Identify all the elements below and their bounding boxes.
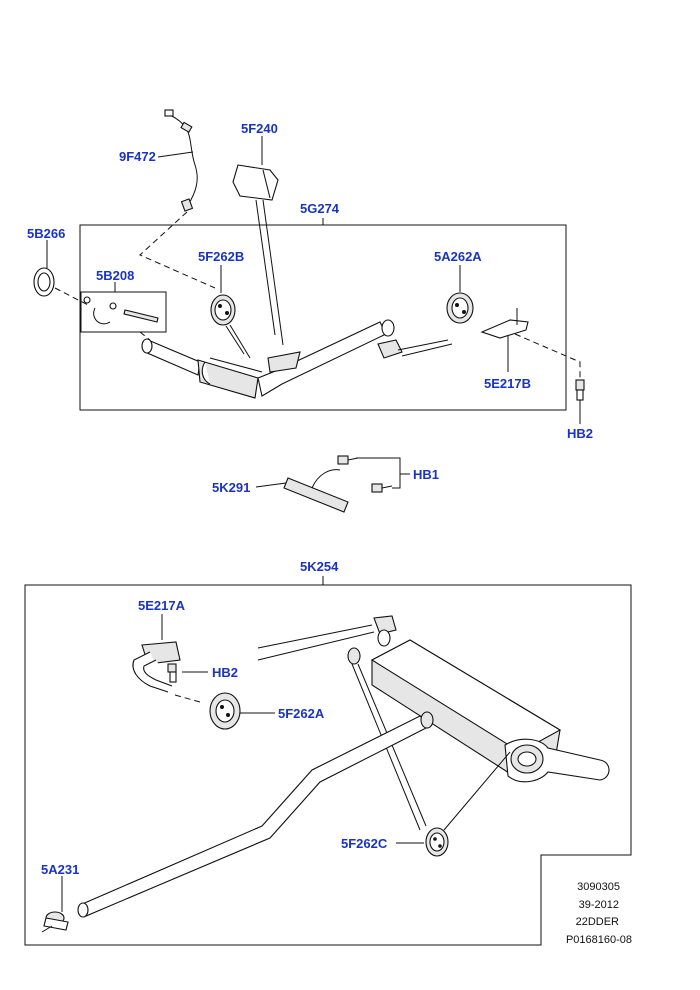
rubber-mount-a-bottom-part — [209, 692, 275, 730]
meta-line-2: 39-2012 — [579, 899, 619, 911]
heat-shield-part — [232, 136, 284, 346]
gasket-part — [33, 240, 55, 297]
callout-5A231: 5A231 — [41, 862, 79, 877]
meta-line-1: 3090305 — [577, 881, 620, 893]
callout-5K291: 5K291 — [212, 480, 250, 495]
callout-5K254: 5K254 — [300, 559, 339, 574]
callout-5F262A: 5F262A — [278, 706, 325, 721]
oxygen-sensor-part — [157, 109, 198, 212]
clamp-kit-part — [80, 282, 167, 333]
callout-5F240: 5F240 — [241, 121, 278, 136]
callout-5E217A: 5E217A — [138, 598, 186, 613]
callout-HB2-top: HB2 — [567, 426, 593, 441]
callout-HB2-bottom: HB2 — [212, 665, 238, 680]
pipe-clamp-top-part — [377, 339, 453, 359]
callout-5F262C: 5F262C — [341, 836, 388, 851]
callout-9F472: 9F472 — [119, 149, 156, 164]
rubber-mount-c-part — [396, 827, 449, 857]
callout-5E217B: 5E217B — [484, 376, 531, 391]
pipe-clamp-bottom-part — [41, 876, 69, 933]
callout-5F262B: 5F262B — [198, 249, 244, 264]
bolt-pair-hb1-part — [337, 455, 410, 493]
intermediate-pipe-part — [77, 711, 434, 918]
meta-line-4: P0168160-08 — [566, 934, 632, 946]
heat-shield-strip-part — [255, 469, 349, 513]
bracket-b-part — [480, 308, 529, 372]
rear-silencer-part — [370, 639, 610, 783]
callout-HB1: HB1 — [413, 467, 439, 482]
rubber-mount-a-top-part — [446, 265, 474, 324]
callout-5G274: 5G274 — [300, 201, 340, 216]
callout-5A262A: 5A262A — [434, 249, 482, 264]
meta-line-3: 22DDER — [576, 916, 619, 928]
callout-5B208: 5B208 — [96, 268, 134, 283]
bolt-hb2-top-part — [575, 379, 585, 424]
rear-assembly-frame — [24, 584, 632, 946]
bracket-a-part — [132, 614, 208, 693]
silencer-hanger-part — [257, 615, 511, 831]
rubber-mount-b-part — [210, 265, 251, 359]
callout-5B266: 5B266 — [27, 226, 65, 241]
front-pipe-catalyst-part — [141, 319, 395, 399]
